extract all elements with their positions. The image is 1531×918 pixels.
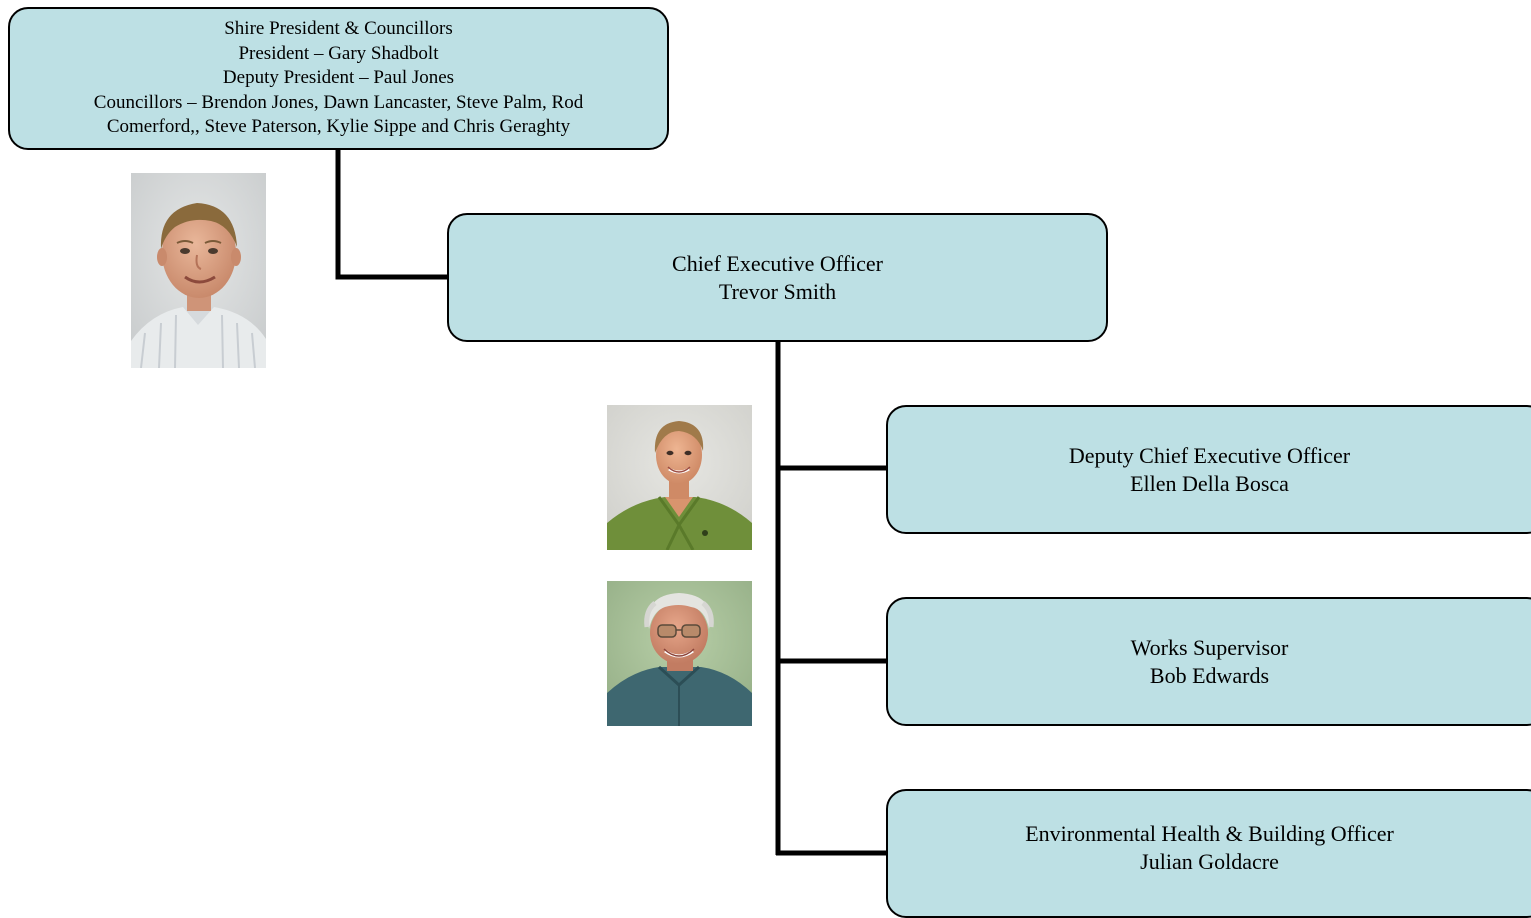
works-supervisor-title: Works Supervisor: [1130, 634, 1289, 660]
ehbo-box: Environmental Health & Building Officer …: [886, 789, 1531, 918]
council-president: President – Gary Shadbolt: [238, 42, 439, 64]
council-heading: Shire President & Councillors: [224, 18, 453, 40]
council-councillors-line-1: Councillors – Brendon Jones, Dawn Lancas…: [93, 91, 584, 113]
deputy-ceo-title: Deputy Chief Executive Officer: [1068, 442, 1351, 468]
connector-council-to-ceo: [335, 150, 447, 280]
ceo-box: Chief Executive Officer Trevor Smith: [447, 213, 1108, 342]
ceo-name: Trevor Smith: [718, 278, 837, 304]
ehbo-title: Environmental Health & Building Officer: [1025, 820, 1394, 846]
president-photo: [131, 173, 266, 368]
council-councillors-line-2: Comerford,, Steve Paterson, Kylie Sippe …: [106, 116, 571, 138]
council-box: Shire President & Councillors President …: [8, 7, 669, 150]
works-supervisor-photo: [607, 581, 752, 726]
deputy-ceo-photo: [607, 405, 752, 550]
deputy-ceo-name: Ellen Della Bosca: [1130, 470, 1289, 496]
ceo-title: Chief Executive Officer: [672, 250, 883, 276]
works-supervisor-box: Works Supervisor Bob Edwards: [886, 597, 1531, 726]
council-deputy-president: Deputy President – Paul Jones: [222, 67, 455, 89]
deputy-ceo-box: Deputy Chief Executive Officer Ellen Del…: [886, 405, 1531, 534]
ehbo-name: Julian Goldacre: [1140, 848, 1279, 874]
works-supervisor-name: Bob Edwards: [1149, 662, 1270, 688]
